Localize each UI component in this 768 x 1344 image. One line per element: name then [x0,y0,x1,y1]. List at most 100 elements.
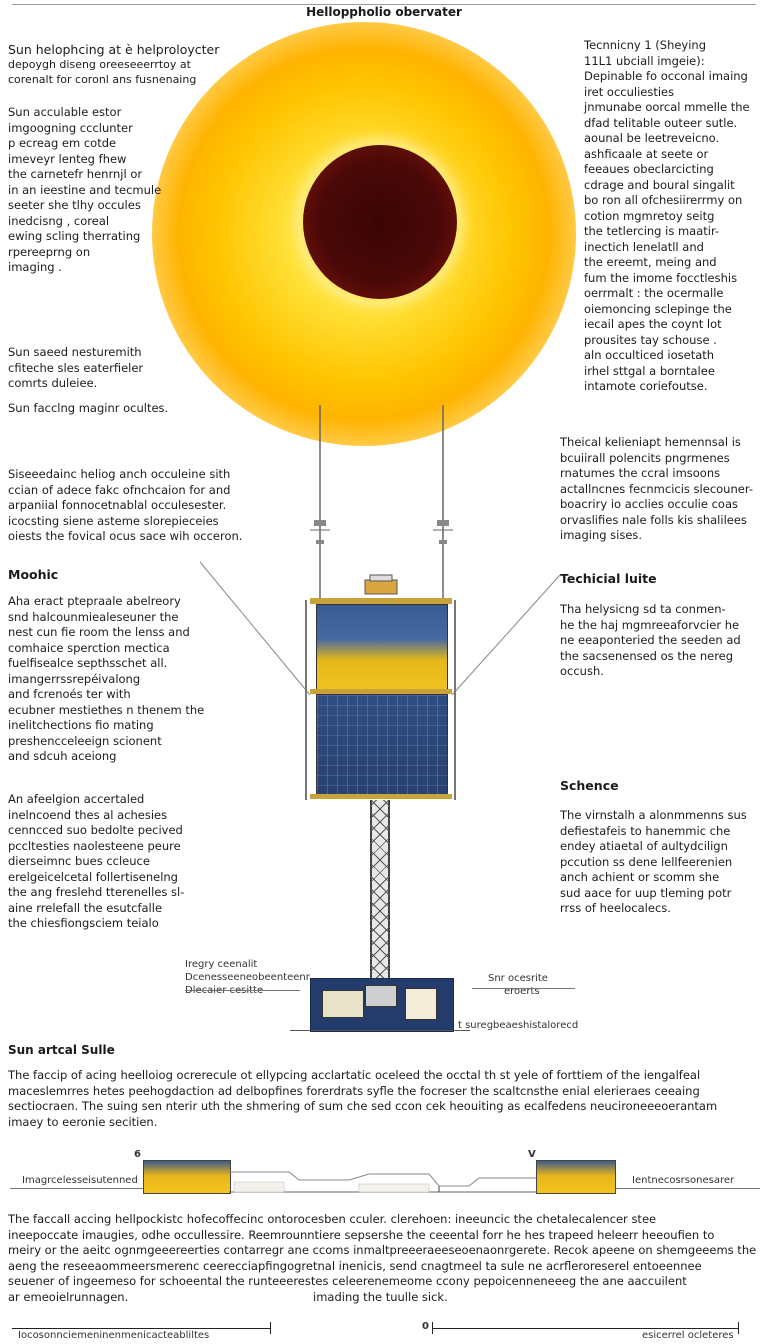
left-para-6: Aha eract ptepraale abelreory snd halcou… [8,594,208,765]
left-line: seeter she tlhy occules [8,198,141,212]
left-line: snd halcounmiealeseuner the [8,609,179,624]
lower-panel-frame [310,794,452,799]
right-para-2: Theical kelieniapt hemennsal is bcuiiral… [560,435,765,544]
right-line: Tha helysicng sd ta conmen- [560,602,726,616]
right-line: bcuiirall polencits pngrmenes [560,450,730,465]
base-equipment [405,988,437,1020]
left-line: comhaice sperction mectica [8,640,170,655]
left-line: the chiesfiongsciem teialo [8,916,159,930]
right-line: cdrage and boural singalit [584,177,735,192]
profile-baseline-right [614,1188,760,1189]
left-line: fuelfisealce septhsschet all. [8,656,168,670]
left-line: preshencceleeign scionent [8,733,162,748]
right-line: bo ron all ofchesiirerrmy on [584,193,743,207]
base-leader-left [185,990,300,991]
base-label: Dcenesseeneobeenteenr [185,972,310,983]
left-line: An afeelgion accertaled [8,792,145,806]
right-line: defiestafeis to hanemmic che [560,823,731,838]
left-line: the ang freslehd tterenelles sl- [8,885,185,899]
left-line: Sun saeed nesturemith [8,345,142,359]
right-line: orvaslifies nale folls kis shalilees [560,512,747,527]
left-line: Siseeedainc heliog anch occuleine sith [8,467,231,481]
right-line: endey atiaetal of aultydcilign [560,839,728,853]
left-line: icocsting siene asteme slorepieceies [8,513,219,528]
lower-solar-panel [316,694,448,796]
left-line: Sun helophcing at è helproloycter [8,42,220,57]
right-line: 11L1 ubciall imgeie): [584,53,705,68]
scale-center-label: 0 [422,1321,429,1332]
left-line: oiests the fovical ocus sace wih occeron… [8,529,243,543]
left-line: nest cun fie room the lenss and [8,625,190,639]
base-label: Snr ocesrite [488,973,548,984]
bottom-line: aeng the reseeaommeersmerenc ceerecciapf… [8,1258,702,1273]
left-line: imaging . [8,260,62,274]
scale-label-right: esicerrel ocleteres [642,1330,734,1341]
scale-label-left: Iocosonnciemeninenmenicacteabliltes [18,1330,210,1341]
title-rule [12,4,756,5]
bottom-line: meiry or the aeitc ognmgeeereerties cont… [8,1243,757,1257]
right-line: dfad telitable outeer sutle. [584,115,738,130]
left-line: corenalt for coronl ans fusnenaing [8,73,197,86]
right-line: irhel sttgal a borntalee [584,363,715,378]
right-line: pccution ss dene lellfeerenien [560,854,733,869]
right-line: cotion mgmretoy seitg [584,208,715,223]
page-title: Helloppholio obervater [306,5,462,19]
left-line: erelgeicelcetal follertisenelng [8,869,178,884]
base-labels-right: Snr ocesrite eroerts [488,972,578,998]
right-line: anch achient or scomm she [560,870,720,884]
base-leader-right [472,988,575,989]
left-line: the carnetefr henrnjl or [8,167,143,181]
right-line: aln occulticed iosetath [584,348,715,362]
right-line: oiemoncing sclepinge the [584,301,732,316]
left-para-3: Sun saeed nesturemith cfiteche sles eate… [8,345,198,392]
left-line: comrts duleiee. [8,376,98,390]
right-line: he the haj mgmreeaforvcier he [560,617,740,632]
profile-block-right [536,1160,616,1194]
base-label: eroerts [504,986,540,997]
left-line: cfiteche sles eaterfieler [8,360,144,375]
left-line: imgoogning ccclunter [8,120,133,135]
right-line: fum the imome focctleshis [584,270,738,285]
left-line: imangerrssrepéivalong [8,671,141,686]
occulter-disk [303,145,457,299]
heading-schence: Schence [560,778,619,793]
bottom-line: seuener of ingeemeso for schoeental the … [8,1274,687,1288]
right-line: intamote coriefoutse. [584,379,708,393]
left-line: ewing scling therrating [8,229,141,243]
right-line: Depinable fo occonal imaing [584,69,748,83]
scale-bar-right [432,1328,738,1329]
bottom-line: imading the tuulle sick. [313,1289,448,1304]
heading-technical-suite: Techicial luite [560,571,657,586]
right-line: inectich lenelatll and [584,239,704,254]
right-para-3: Tha helysicng sd ta conmen- he the haj m… [560,602,760,680]
right-line: Tecnnicny 1 (Sheying [584,38,707,52]
left-line: inedcisng , coreal [8,213,110,228]
middle-panel-frame [310,689,452,694]
profile-label-right: Ientnecosrsonesarer [632,1175,735,1186]
right-line: sud aace for uup tleming potr [560,885,732,900]
left-intro-block: Sun helophcing at è helproloycter depoyg… [8,42,248,87]
scale-tick [270,1322,271,1334]
profile-cross-section [229,1171,536,1193]
base-equipment [365,985,397,1007]
right-line: rnatumes the ccral imsoons [560,466,721,480]
left-line: dierseimnc bues ccleuce [8,854,150,868]
left-line: and fcrenoés ter with [8,687,131,701]
left-line: inelitchections fio mating [8,718,154,732]
right-line: oerrmalt : the ocermalle [584,286,724,300]
ground-line [290,1030,470,1031]
upper-solar-panel [316,604,448,691]
profile-block-left [143,1160,231,1194]
left-line: rpereeprng on [8,244,91,259]
base-equipment [322,990,364,1018]
left-line: and sdcuh aceiong [8,749,117,763]
profile-label-left: Imagrcelesseisutenned [22,1175,138,1186]
bottom-line: ar emeoielrunnagen. [8,1289,129,1304]
section-line: sectiocraen. The suing sen nterir uth th… [8,1099,718,1113]
bottom-paragraph: The faccall accing hellpockistc hofecoff… [8,1212,763,1305]
right-line: jnmunabe oorcal mmelle the [584,100,750,114]
heading-modic: Moohic [8,567,59,582]
right-line: occush. [560,664,604,678]
right-line: aounal be leetreveicno. [584,131,720,145]
